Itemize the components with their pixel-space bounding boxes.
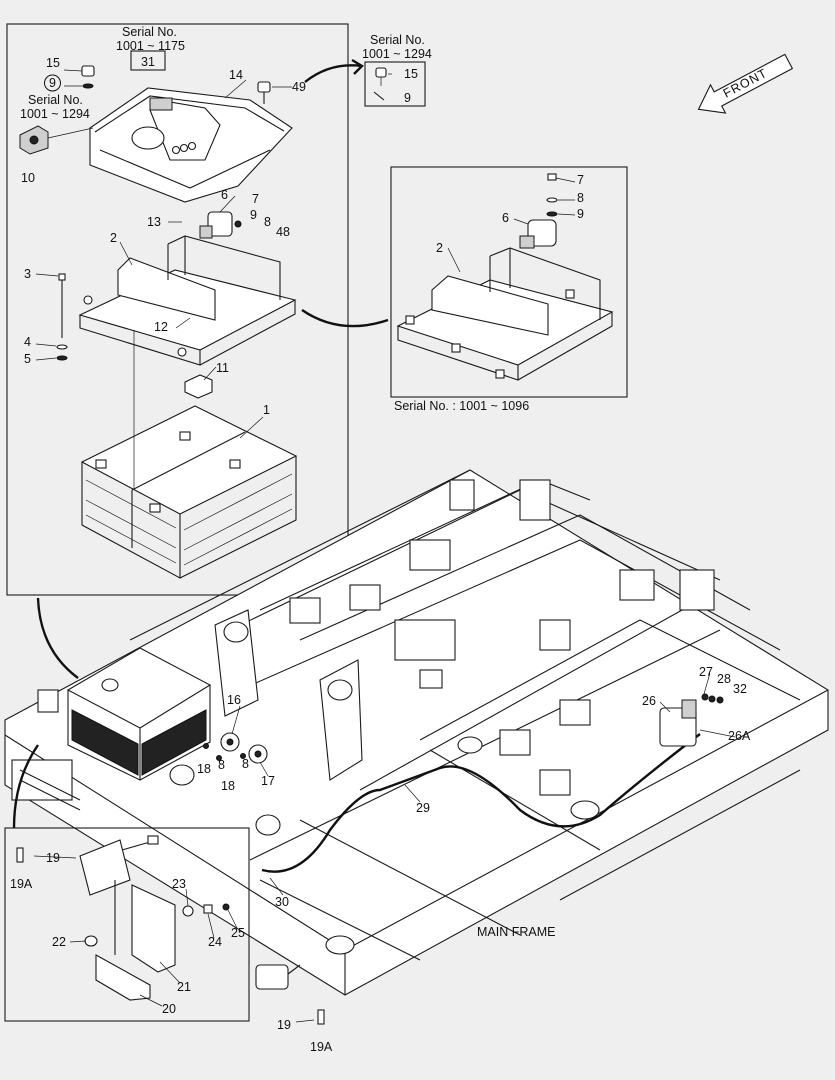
serial-top-box-label: 31 bbox=[141, 55, 155, 69]
callout-c3: 3 bbox=[24, 267, 31, 281]
callout-c28: 28 bbox=[717, 672, 731, 686]
callout-c26a: 26A bbox=[728, 729, 751, 743]
callout-c8d: 8 bbox=[242, 757, 249, 771]
callout-c17: 17 bbox=[261, 774, 275, 788]
frame-battery bbox=[37, 647, 212, 781]
callout-circle-9 bbox=[44, 74, 61, 92]
battery-tray bbox=[56, 235, 297, 366]
serial-box-31 bbox=[130, 50, 166, 71]
callout-c9b: 9 bbox=[404, 91, 411, 105]
callout-c9c: 9 bbox=[250, 208, 257, 222]
callout-c8b: 8 bbox=[577, 191, 584, 205]
lamp-detail-frame bbox=[4, 827, 250, 1022]
serial-inset-label: Serial No. : 1001 ~ 1096 bbox=[394, 399, 529, 413]
callout-c18a: 18 bbox=[197, 762, 211, 776]
callout-c24: 24 bbox=[208, 935, 222, 949]
callout-c32: 32 bbox=[733, 682, 747, 696]
battery-detail-frame bbox=[6, 23, 349, 596]
callout-c29: 29 bbox=[416, 801, 430, 815]
relay-icon bbox=[199, 211, 242, 239]
inset-tray bbox=[396, 173, 614, 381]
callout-c48: 48 bbox=[276, 225, 290, 239]
battery-cover bbox=[89, 87, 293, 203]
callout-c21: 21 bbox=[177, 980, 191, 994]
serial-right-line1: Serial No. bbox=[370, 33, 425, 47]
callout-c26: 26 bbox=[642, 694, 656, 708]
callout-c19Aa: 19A bbox=[10, 877, 33, 891]
rear-lamp-19 bbox=[255, 964, 325, 1025]
callout-c19a: 19 bbox=[46, 851, 60, 865]
callout-c27: 27 bbox=[699, 665, 713, 679]
serial-box-right bbox=[364, 61, 426, 107]
callout-c19b: 19 bbox=[277, 1018, 291, 1032]
leader-lines bbox=[33, 69, 736, 1023]
work-lamp-26 bbox=[659, 693, 724, 747]
bracket-11 bbox=[184, 374, 213, 399]
callout-c2b: 2 bbox=[436, 241, 443, 255]
connector-icon bbox=[19, 125, 94, 155]
callout-c9d: 9 bbox=[577, 207, 584, 221]
callout-c30: 30 bbox=[275, 895, 289, 909]
callout-c22: 22 bbox=[52, 935, 66, 949]
callout-c11: 11 bbox=[216, 361, 229, 375]
callout-c4: 4 bbox=[24, 335, 31, 349]
callout-c19Ab: 19A bbox=[310, 1040, 333, 1054]
callout-c8a: 8 bbox=[264, 215, 271, 229]
callout-c9a: 9 bbox=[49, 76, 56, 90]
callout-c1: 1 bbox=[263, 403, 270, 417]
relay-16-17 bbox=[203, 732, 268, 764]
serial-right-line2: 1001 ~ 1294 bbox=[362, 47, 432, 61]
wiring-harness bbox=[261, 733, 701, 873]
callout-c23: 23 bbox=[172, 877, 186, 891]
serial-top-line1: Serial No. bbox=[122, 25, 177, 39]
callout-c8c: 8 bbox=[218, 758, 225, 772]
callout-c10: 10 bbox=[21, 171, 35, 185]
connector-arrow-left bbox=[36, 597, 79, 679]
callout-c7b: 7 bbox=[577, 173, 584, 187]
callout-c14: 14 bbox=[229, 68, 243, 82]
knob-icon bbox=[81, 65, 271, 104]
main-frame-label: MAIN FRAME bbox=[477, 925, 555, 939]
connector-arrow-top bbox=[304, 58, 364, 83]
connector-arrow-inset bbox=[301, 309, 389, 328]
serial-left-line1: Serial No. bbox=[28, 93, 83, 107]
callout-c15b: 15 bbox=[404, 67, 418, 81]
front-arrow-icon bbox=[697, 53, 794, 114]
callout-c12: 12 bbox=[154, 320, 168, 334]
callout-c18b: 18 bbox=[221, 779, 235, 793]
callout-c7a: 7 bbox=[252, 192, 259, 206]
callout-c49: 49 bbox=[292, 80, 306, 94]
main-frame bbox=[4, 469, 829, 996]
callout-c13: 13 bbox=[147, 215, 161, 229]
callout-c15a: 15 bbox=[46, 56, 60, 70]
callout-c16: 16 bbox=[227, 693, 241, 707]
callout-c6a: 6 bbox=[221, 188, 228, 202]
inset-frame bbox=[390, 166, 628, 398]
callout-c6b: 6 bbox=[502, 211, 509, 225]
batteries bbox=[80, 405, 298, 579]
serial-top-line2: 1001 ~ 1175 bbox=[116, 39, 185, 53]
callout-c5: 5 bbox=[24, 352, 31, 366]
connector-arrow-lower bbox=[12, 744, 39, 829]
callout-c25: 25 bbox=[231, 926, 245, 940]
callout-c2a: 2 bbox=[110, 231, 117, 245]
callout-c20: 20 bbox=[162, 1002, 176, 1016]
serial-left-line2: 1001 ~ 1294 bbox=[20, 107, 90, 121]
